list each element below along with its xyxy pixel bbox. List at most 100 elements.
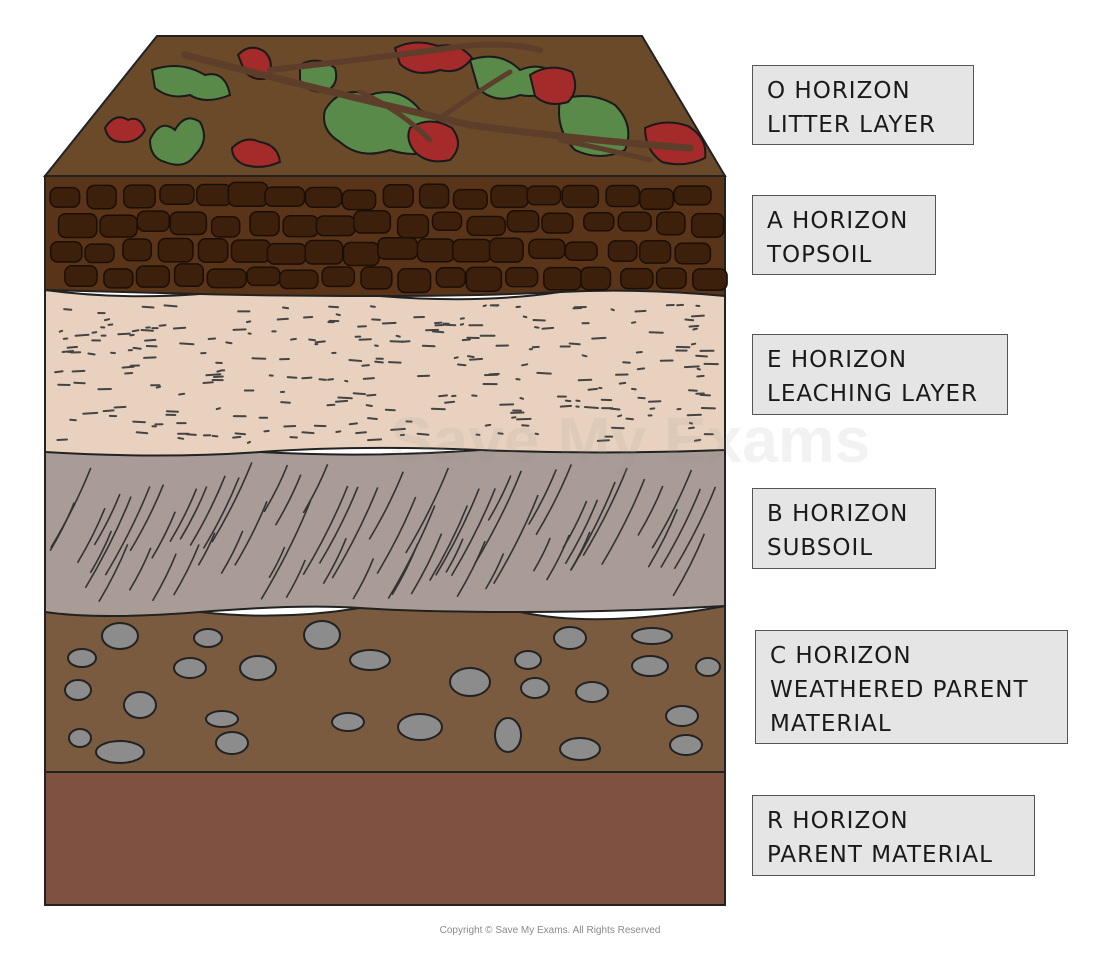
leaching-dash [131, 329, 140, 333]
soil-clod [431, 211, 463, 232]
leaching-dash [301, 431, 315, 435]
label-b-horizon: B HORIZON SUBSOIL [752, 488, 936, 569]
pebble [575, 681, 609, 703]
leaching-dash [232, 328, 247, 331]
leaching-dash [631, 387, 637, 391]
leaching-dash [583, 406, 599, 409]
soil-clod [674, 242, 712, 265]
subsoil-stroke [450, 488, 496, 577]
subsoil-stroke [322, 537, 347, 585]
leaching-dash [326, 403, 336, 407]
soil-clod [49, 186, 81, 208]
leaching-dash [177, 437, 185, 440]
weathered-rock-pebbles [64, 620, 721, 764]
twig [437, 69, 513, 121]
subsoil-stroke [647, 508, 679, 568]
leaching-dash [82, 411, 99, 415]
leaching-dash [367, 438, 382, 442]
leaching-dash [144, 338, 157, 342]
subsoil-stroke [129, 484, 165, 552]
soil-clod [342, 241, 380, 267]
leaching-dash [334, 399, 349, 403]
soil-clod [451, 238, 493, 263]
leaching-dash [58, 329, 64, 333]
leaching-dash [113, 405, 127, 409]
leaching-dash [699, 393, 711, 397]
soil-clod [418, 183, 450, 209]
leaching-dash [534, 432, 539, 436]
leaching-dash [488, 372, 500, 376]
soil-clod [526, 185, 562, 206]
leaching-dash [361, 364, 370, 367]
subsoil-stroke [435, 488, 480, 576]
subsoil-stroke [302, 464, 329, 514]
leaching-dash [690, 342, 697, 346]
subsoil-stroke [268, 546, 286, 579]
leaching-dash [143, 356, 157, 359]
leaching-dash [519, 397, 525, 400]
pebble [215, 731, 249, 755]
leaching-dash [66, 345, 78, 349]
leaching-dash [318, 378, 327, 381]
leaching-dash [384, 408, 396, 412]
leaching-dash [286, 376, 298, 379]
soil-clod [135, 265, 171, 288]
twig [267, 41, 543, 73]
soil-clod [490, 184, 529, 209]
subsoil-stroke [545, 534, 570, 581]
soil-clod [206, 268, 247, 289]
subsoil-stroke [474, 470, 523, 565]
subsoil-stroke [376, 496, 417, 575]
soil-clod [230, 239, 272, 263]
soil-clod [227, 181, 269, 207]
pebble [449, 667, 491, 697]
soil-clod [169, 211, 208, 236]
leaching-dash [634, 309, 647, 313]
soil-clod [543, 266, 583, 291]
copyright-notice: Copyright © Save My Exams. All Rights Re… [439, 925, 661, 936]
leaching-dash [178, 392, 186, 396]
leaching-dash [327, 378, 334, 381]
soil-clod [692, 268, 728, 291]
leaching-dash [444, 400, 456, 404]
soil-clod [49, 241, 83, 263]
leaching-dash [625, 417, 634, 421]
pebble [514, 650, 542, 670]
leaching-dash [516, 417, 532, 421]
label-subtitle: TOPSOIL [767, 242, 873, 268]
subsoil-stroke [285, 559, 306, 599]
subsoil-stroke [493, 494, 539, 585]
leaching-dash [438, 394, 448, 398]
label-subtitle: PARENT MATERIAL [767, 842, 993, 868]
leaching-dash [172, 326, 187, 330]
leaching-dash [688, 389, 698, 392]
subsoil-stroke [429, 505, 469, 582]
subsoil-stroke [331, 487, 379, 579]
leaching-dash [276, 317, 289, 321]
leaching-dash [395, 334, 401, 338]
leaching-dash [541, 326, 555, 330]
leaching-dash [568, 342, 581, 346]
soil-clod [103, 268, 134, 289]
subsoil-stroke [391, 543, 419, 596]
leaching-dash [515, 378, 521, 381]
leaching-dash [400, 340, 411, 343]
soil-clod [315, 215, 356, 237]
leaching-dash [696, 367, 701, 371]
soil-clod [488, 237, 524, 263]
soil-clod [264, 186, 306, 207]
leaching-dash [688, 426, 695, 430]
pebble [494, 717, 522, 753]
leaching-dash [91, 331, 98, 334]
leaching-dash [246, 440, 251, 444]
label-subtitle: WEATHERED PARENT [770, 677, 1029, 703]
subsoil-stroke [169, 488, 198, 543]
pebble [331, 712, 365, 732]
leaching-dash [117, 332, 131, 336]
soil-clod [304, 186, 343, 208]
leaching-dash [618, 381, 627, 385]
soil-clod [564, 241, 598, 261]
pebble [193, 628, 223, 648]
leaching-dash [611, 426, 625, 430]
pebble [173, 657, 207, 679]
